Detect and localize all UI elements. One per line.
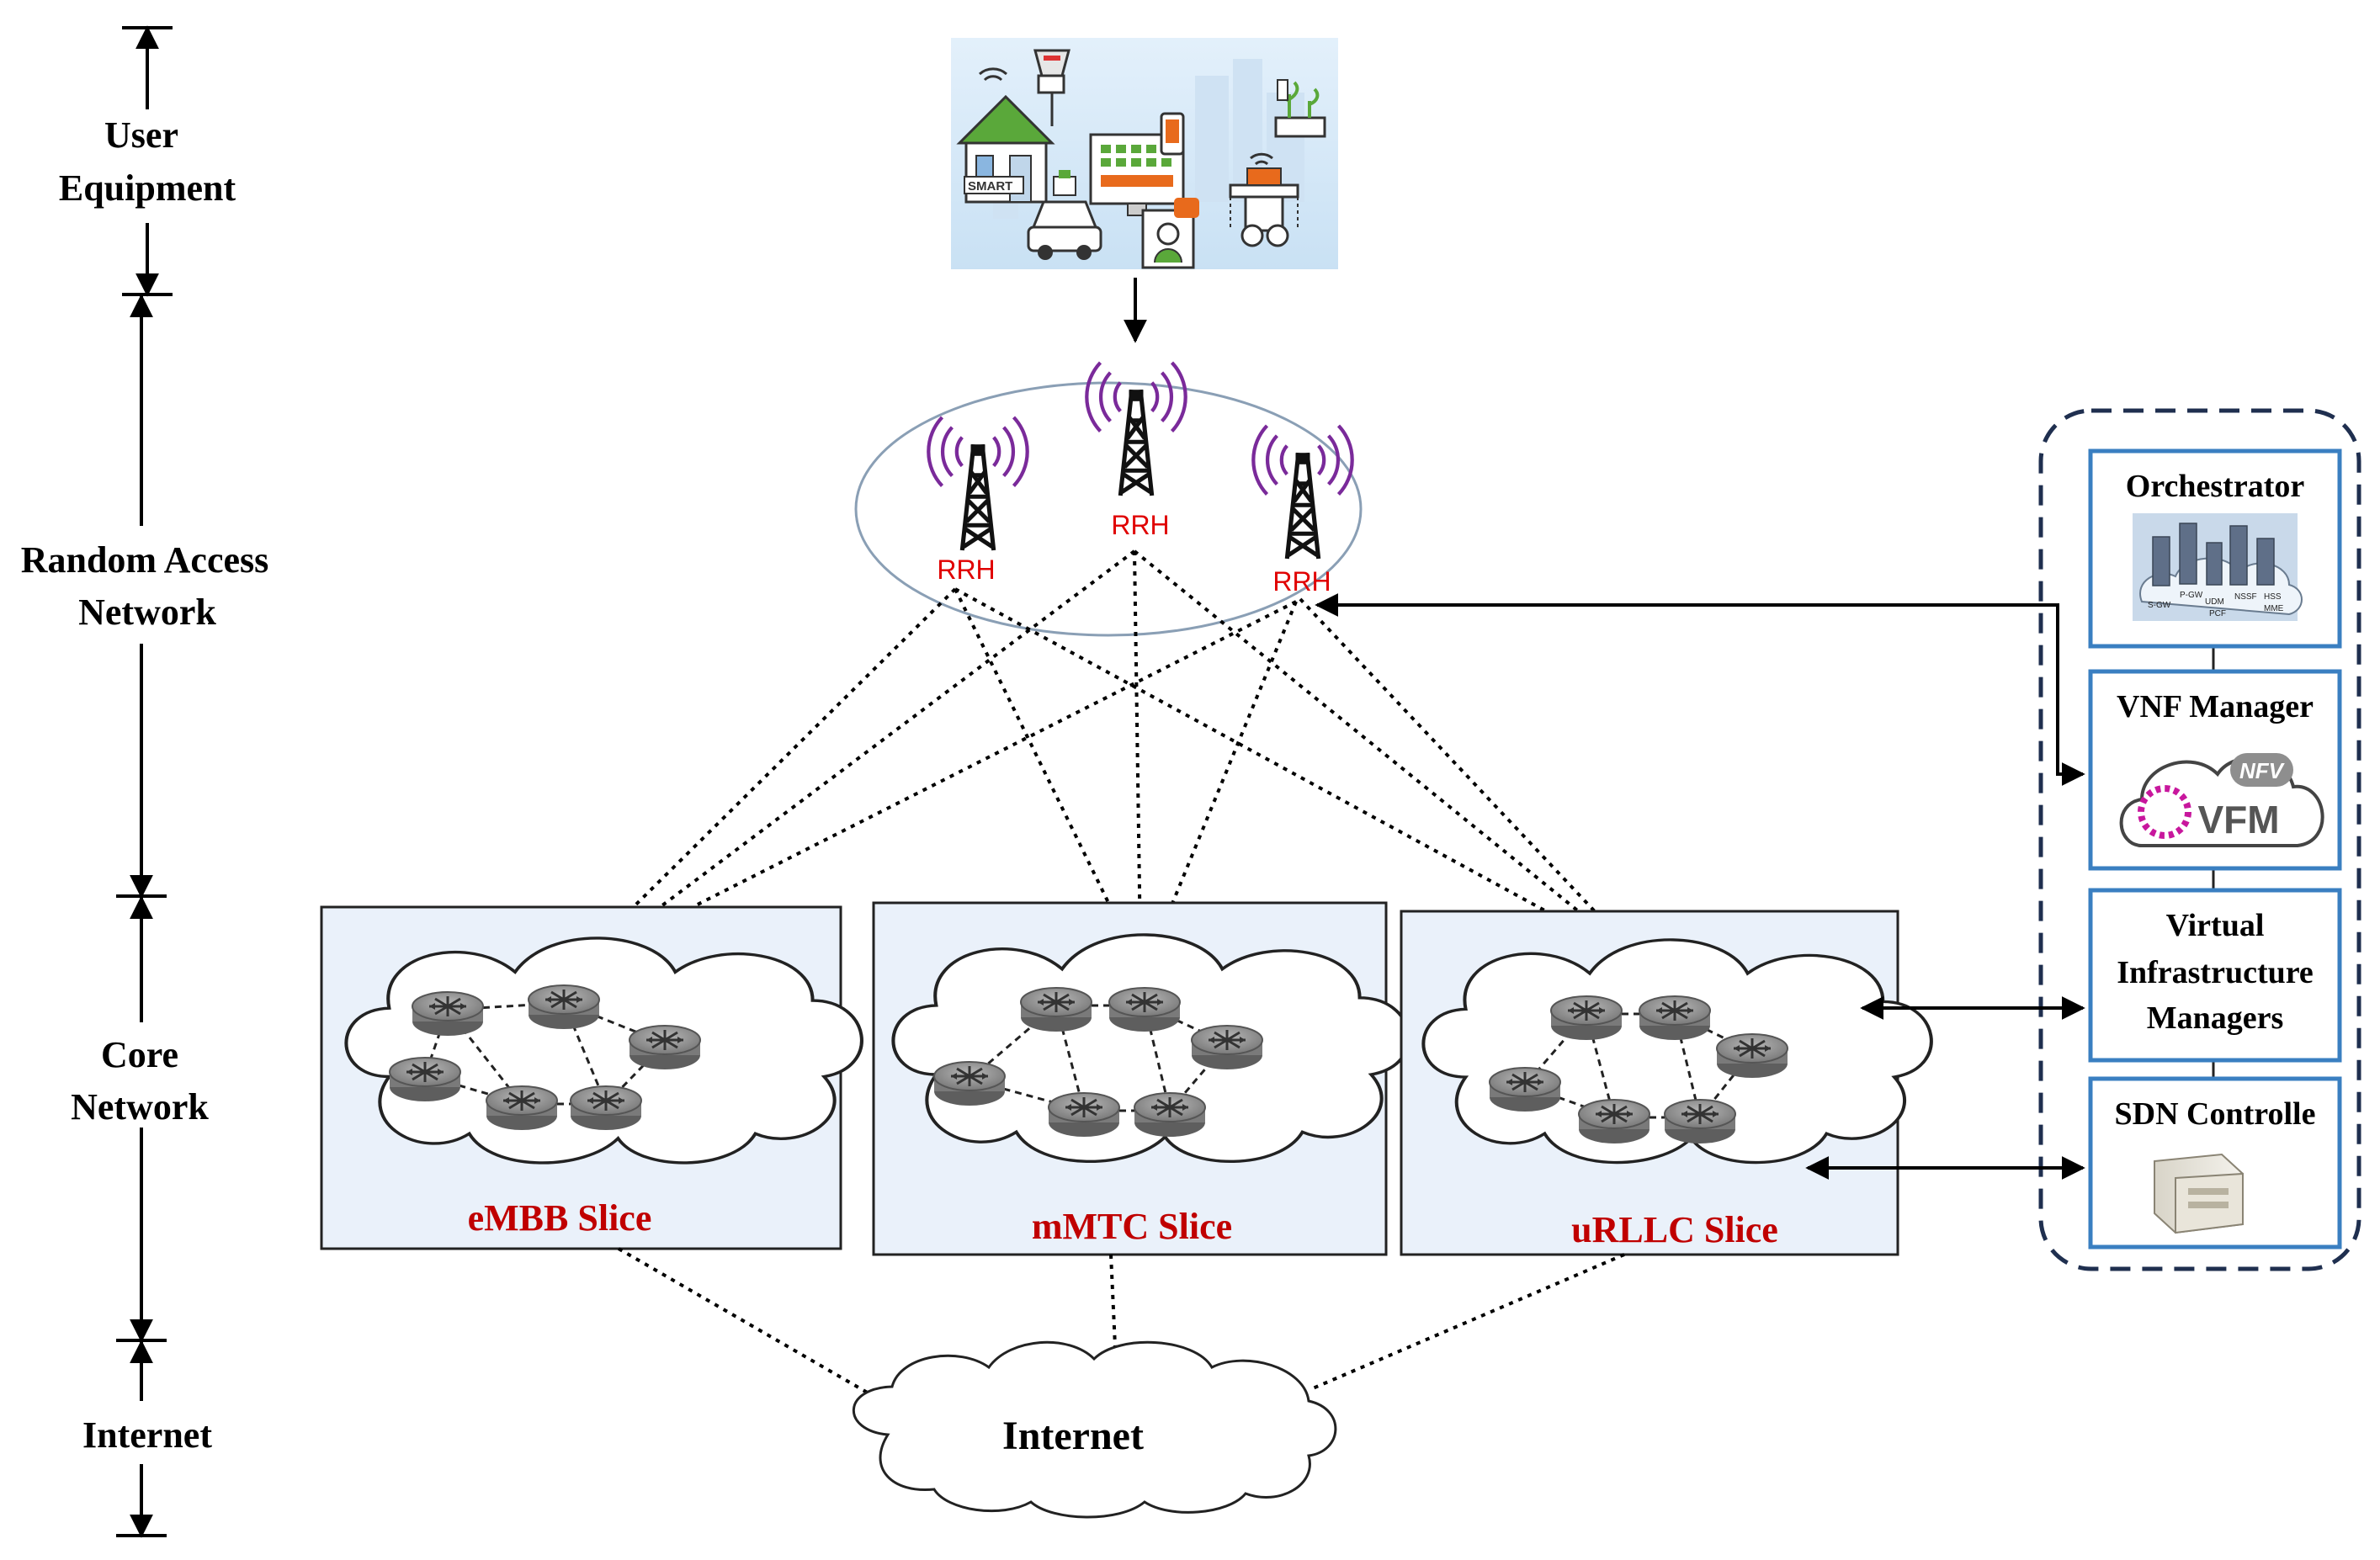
layer-axis — [116, 25, 173, 1538]
slice-label-mmtc: mMTC Slice — [1032, 1206, 1232, 1247]
layer-label-user-equipment-2: Equipment — [59, 167, 236, 209]
vim-title-2: Infrastructure — [2117, 955, 2314, 990]
vnf-manager-title: VNF Manager — [2117, 689, 2314, 724]
orch-tag-5: NSSF — [2234, 592, 2257, 602]
orch-tag-7: MME — [2264, 604, 2284, 613]
orch-tag-4: PCF — [2209, 609, 2226, 618]
smart-city-devices-icon: SMART — [951, 38, 1338, 269]
vim-title-1: Virtual — [2166, 908, 2265, 943]
orch-tag-6: HSS — [2264, 592, 2282, 602]
sdn-controller-box: SDN Controlle — [2088, 1076, 2342, 1250]
router-icon — [411, 990, 485, 1037]
nfv-vfm-logo-icon: NFV VFM — [2119, 753, 2324, 847]
fronthaul-links — [587, 549, 1622, 952]
layer-label-core-2: Network — [71, 1086, 209, 1128]
sdn-title: SDN Controlle — [2115, 1096, 2316, 1132]
server-cloud-icon: P-GW S-GW UDM PCF NSSF HSS MME — [2133, 513, 2303, 621]
orch-tag-3: UDM — [2205, 597, 2224, 607]
nfv-badge: NFV — [2239, 758, 2286, 783]
management-arrows — [1315, 593, 2085, 1180]
vfm-text: VFM — [2197, 798, 2279, 841]
slice-mmtc: mMTC Slice — [872, 901, 1409, 1256]
ran-ellipse — [854, 381, 1363, 637]
slice-label-urllc: uRLLC Slice — [1571, 1209, 1778, 1250]
vnf-manager-box: VNF Manager NFV VFM — [2088, 669, 2342, 871]
slice-urllc: uRLLC Slice — [1400, 910, 1931, 1256]
layer-label-user-equipment-1: User — [104, 114, 178, 156]
layer-label-ran-1: Random Access — [21, 539, 269, 581]
internet-cloud: Internet — [852, 1340, 1337, 1519]
sdn-server-icon — [2154, 1153, 2244, 1234]
orchestrator-box: Orchestrator P-GW S-GW UDM PCF NSSF HSS … — [2088, 448, 2342, 649]
vim-title-3: Managers — [2147, 1000, 2284, 1036]
orch-tag-2: S-GW — [2148, 601, 2171, 610]
layer-label-ran-2: Network — [78, 592, 216, 633]
slice-embb: eMBB Slice — [320, 905, 862, 1250]
internet-cloud-label: Internet — [1002, 1414, 1144, 1458]
rrh-label-right: RRH — [1272, 566, 1331, 597]
orchestrator-title: Orchestrator — [2126, 469, 2305, 504]
vim-box: Virtual Infrastructure Managers — [2088, 888, 2342, 1063]
slice-label-embb: eMBB Slice — [468, 1197, 652, 1239]
backhaul-links — [617, 1247, 1625, 1409]
layer-label-core-1: Core — [101, 1034, 178, 1075]
rrh-label-center: RRH — [1111, 510, 1169, 540]
orch-tag-1: P-GW — [2180, 591, 2203, 600]
layer-label-internet: Internet — [82, 1414, 212, 1456]
ue-smart-sign: SMART — [968, 179, 1012, 194]
mano-dashed-container — [2038, 408, 2361, 1271]
rrh-label-left: RRH — [937, 554, 995, 585]
